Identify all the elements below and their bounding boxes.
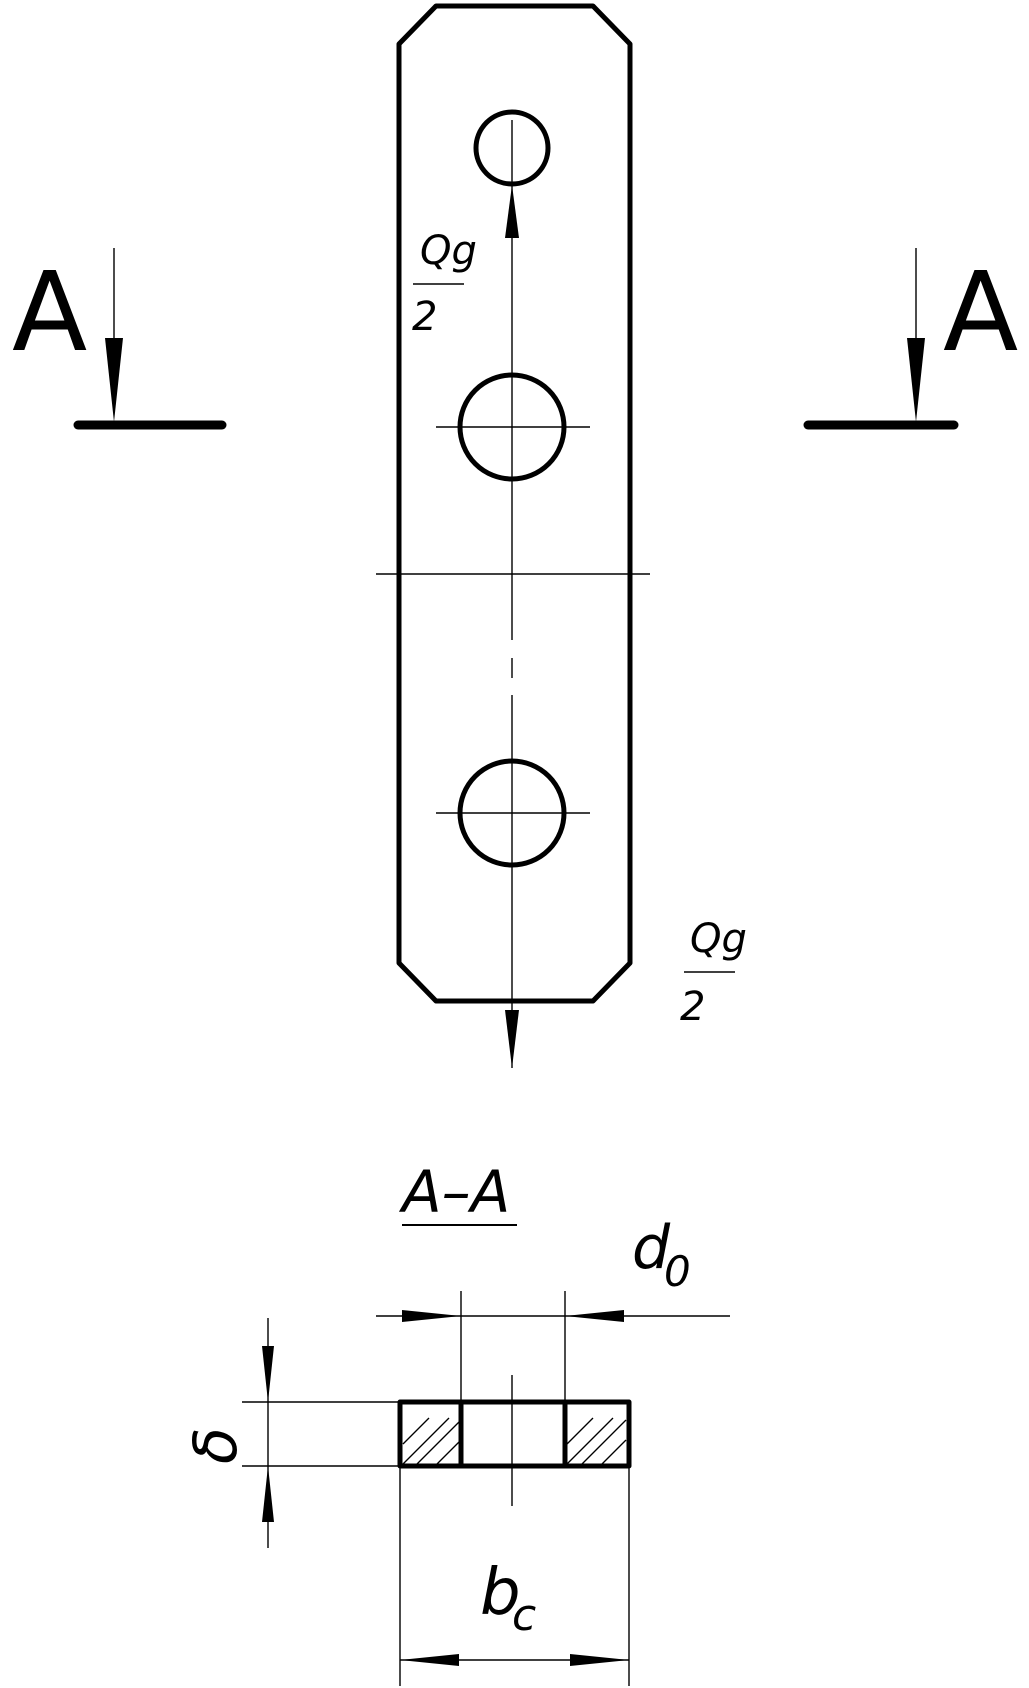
lower-load-denominator: 2 xyxy=(680,984,705,1030)
delta-top-arrow xyxy=(262,1346,274,1402)
section-outline xyxy=(397,1399,632,1469)
lower-load-label: Qg 2 xyxy=(680,916,747,1030)
right-section-mark: A xyxy=(803,248,1018,430)
d0-subscript: 0 xyxy=(664,1247,691,1296)
d0-left-arrow xyxy=(402,1310,461,1322)
hole-diameter-dimension: d 0 xyxy=(376,1213,730,1402)
upper-load-numerator: Qg xyxy=(420,228,477,274)
downward-force-arrow xyxy=(505,1010,519,1068)
bc-right-arrow xyxy=(570,1654,629,1666)
bc-main-label: b xyxy=(480,1556,521,1630)
upper-load-denominator: 2 xyxy=(412,294,437,340)
left-hatched-area xyxy=(402,1417,461,1465)
right-view-arrowhead xyxy=(907,338,925,422)
link-plate xyxy=(376,3,650,1068)
left-section-letter: A xyxy=(12,248,87,376)
d0-main-label: d xyxy=(632,1213,671,1283)
thickness-dimension: δ xyxy=(181,1318,400,1548)
bc-left-arrow xyxy=(400,1654,459,1666)
left-view-arrowhead xyxy=(105,338,123,422)
lower-load-numerator: Qg xyxy=(690,916,747,962)
delta-label: δ xyxy=(181,1427,251,1464)
upward-force-arrow xyxy=(505,185,519,238)
width-dimension: b c xyxy=(399,1466,630,1686)
d0-right-arrow xyxy=(565,1310,624,1322)
left-section-mark: A xyxy=(12,248,227,430)
delta-bottom-arrow xyxy=(262,1466,274,1522)
right-hatched-area xyxy=(566,1417,627,1465)
plate-outline xyxy=(396,3,633,1004)
upper-load-label: Qg 2 xyxy=(412,228,477,340)
bc-subscript: c xyxy=(512,1590,536,1641)
right-section-letter: A xyxy=(943,248,1018,376)
section-title-text: A–A xyxy=(398,1158,510,1226)
section-title: A–A xyxy=(398,1158,517,1226)
section-profile xyxy=(397,1375,632,1506)
